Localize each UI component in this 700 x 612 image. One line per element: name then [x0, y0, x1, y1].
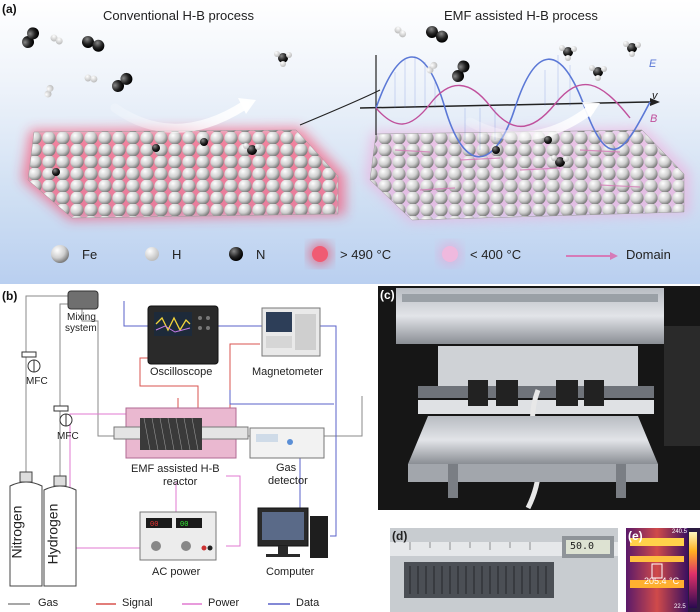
svg-text:00: 00 — [150, 521, 158, 529]
nitrogen-cylinder — [9, 471, 43, 587]
panel-a: (a) Conventional H-B process EMF assiste… — [0, 0, 700, 284]
legend-h-label: H — [172, 247, 182, 262]
adsorbed-n-atoms — [52, 136, 552, 176]
panel-c-tag: (c) — [380, 288, 395, 302]
mixing-system-icon — [67, 290, 99, 310]
gauge-photo — [390, 528, 618, 612]
ac-power-icon: 00 00 — [139, 511, 217, 561]
mixing-label-1: Mixing — [67, 312, 96, 323]
legend-domain-label: Domain — [626, 247, 671, 262]
thermal-photo — [626, 528, 697, 612]
process-arrow-right — [465, 105, 595, 141]
mfc-icon-1 — [21, 351, 41, 373]
reactor-label-1: EMF assisted H-B — [131, 463, 220, 475]
legend-hot-label: > 490 °C — [340, 247, 392, 262]
svg-text:00: 00 — [180, 521, 188, 529]
magnetometer-label: Magnetometer — [252, 366, 323, 378]
hydrogen-cylinder — [43, 475, 77, 587]
thermal-scale-top: 240.5 — [672, 529, 688, 535]
n2-molecules — [22, 26, 470, 92]
h2-molecules — [44, 26, 438, 98]
panel-e-tag: (e) — [628, 529, 643, 543]
fe-lattice-left — [28, 130, 338, 218]
legend-data-label: Data — [296, 597, 320, 609]
em-wave — [299, 55, 660, 158]
legend-power-label: Power — [208, 597, 240, 609]
wave-label-v: v — [652, 90, 658, 102]
reactor-photo — [378, 286, 700, 510]
photo-e: (e) 240.5 205.4 °C 22.5 — [626, 528, 700, 612]
legend-h-icon — [145, 247, 159, 261]
magnetometer-icon — [261, 307, 321, 357]
wave-label-b: B — [650, 113, 658, 125]
nh3-molecules — [243, 41, 641, 167]
title-conventional: Conventional H-B process — [103, 8, 255, 23]
reactor-icon — [113, 407, 249, 459]
gauge-reading: 50.0 — [570, 541, 595, 552]
fe-lattice-right — [370, 130, 684, 220]
mfc-label-1: MFC — [26, 376, 48, 387]
mixing-label-2: system — [65, 323, 97, 334]
legend-n-label: N — [256, 247, 266, 262]
panel-a-tag: (a) — [2, 2, 17, 16]
legend-gas-label: Gas — [38, 597, 59, 609]
legend-signal-label: Signal — [122, 597, 153, 609]
gas-detector-label-2: detector — [268, 475, 308, 487]
photo-c: (c) — [378, 286, 700, 510]
panel-b-tag: (b) — [2, 289, 18, 303]
signal-lines — [139, 343, 260, 408]
mfc-label-2: MFC — [57, 431, 79, 442]
oscilloscope-label: Oscilloscope — [150, 366, 213, 378]
gas-detector-icon — [249, 427, 325, 459]
legend-fe-icon — [51, 245, 69, 263]
gas-detector-label-1: Gas — [276, 462, 297, 474]
photo-d: (d) 50.0 — [390, 528, 618, 612]
panel-b: 00 00 (b) Mixing system MFC MFC Oscillos… — [0, 286, 378, 612]
legend-cool-label: < 400 °C — [470, 247, 522, 262]
wave-label-e: E — [649, 58, 657, 70]
thermal-reading: 205.4 °C — [644, 576, 680, 586]
legend-fe-label: Fe — [82, 247, 98, 262]
process-arrow-left — [110, 100, 250, 133]
setup-diagram: 00 00 — [8, 290, 363, 605]
computer-label: Computer — [266, 566, 315, 578]
nitrogen-label: Nitrogen — [8, 505, 25, 559]
mfc-icon-2 — [53, 405, 73, 427]
reactor-label-2: reactor — [163, 476, 198, 488]
title-emf-assisted: EMF assisted H-B process — [444, 8, 598, 23]
oscilloscope-icon — [147, 305, 219, 365]
ac-power-label: AC power — [152, 566, 201, 578]
thermal-scale-bottom: 22.5 — [674, 604, 686, 610]
panel-d-tag: (d) — [392, 529, 408, 543]
domain-lines — [394, 149, 641, 191]
legend-n-icon — [229, 247, 243, 261]
computer-icon — [257, 507, 328, 558]
hydrogen-label: Hydrogen — [44, 503, 61, 565]
panel-a-illustration — [22, 26, 690, 265]
